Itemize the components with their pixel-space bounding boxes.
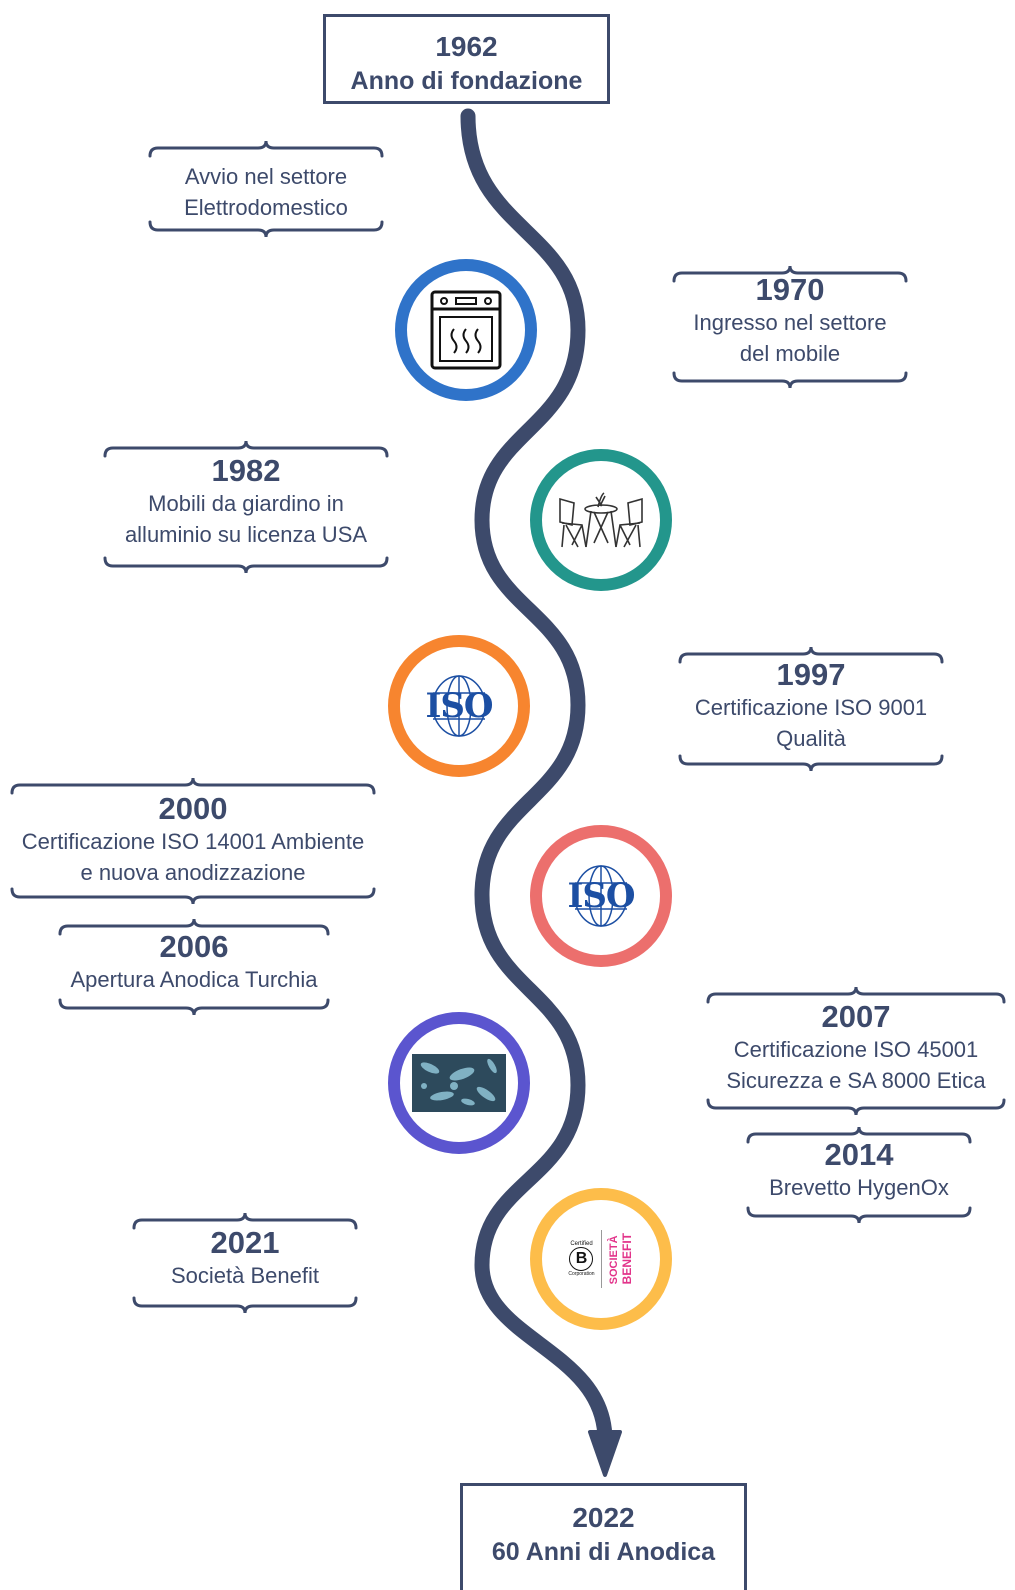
event-desc: Apertura Anodica Turchia (70, 967, 318, 992)
event-year: 1982 (211, 453, 281, 488)
event-desc: Avvio nel settore Elettrodomestico (184, 164, 348, 220)
start-box: 1962 Anno di fondazione (323, 14, 610, 104)
event-desc: Mobili da giardino in alluminio su licen… (124, 491, 368, 547)
arrow-head-icon (588, 1430, 622, 1477)
icon-circle-bacteria (388, 1012, 530, 1154)
brace-top (706, 986, 1006, 1004)
brace-bottom (148, 220, 384, 238)
event-desc: Certificazione ISO 45001 Sicurezza e SA … (726, 1037, 986, 1093)
event-year: 2006 (159, 929, 229, 964)
garden-furniture-icon (559, 492, 643, 548)
event-1970: 1970 Ingresso nel settore del mobile (672, 265, 908, 389)
icon-circle-oven (395, 259, 537, 401)
icon-circle-furniture (530, 449, 672, 591)
iso-logo-icon: ISO (414, 671, 504, 741)
brace-bottom (10, 887, 376, 905)
event-desc: Certificazione ISO 9001 Qualità (694, 695, 928, 751)
event-2006: 2006 Apertura Anodica Turchia (58, 918, 330, 1016)
brace-bottom (672, 371, 908, 389)
iso-label: ISO (567, 876, 635, 916)
brace-top (746, 1126, 972, 1144)
icon-circle-bcorp: Certified B Corporation SOCIETÀ BENEFIT (530, 1188, 672, 1330)
bacteria-image-icon (412, 1054, 506, 1112)
end-box: 2022 60 Anni di Anodica (460, 1483, 747, 1590)
event-1997: 1997 Certificazione ISO 9001 Qualità (678, 646, 944, 772)
oven-icon (430, 290, 502, 370)
event-desc: Ingresso nel settore del mobile (693, 310, 887, 366)
corporation-label: Corporation (568, 1271, 595, 1277)
event-year: 2021 (210, 1225, 280, 1260)
event-year: 2007 (821, 999, 891, 1034)
event-year: 1997 (776, 657, 846, 692)
start-year: 1962 (435, 31, 498, 62)
brace-top (103, 440, 389, 458)
brace-bottom (706, 1098, 1006, 1116)
event-desc: Brevetto HygenOx (769, 1175, 949, 1200)
brace-bottom (132, 1296, 358, 1314)
divider (600, 1230, 602, 1288)
iso-logo-icon: ISO (556, 861, 646, 931)
event-2000: 2000 Certificazione ISO 14001 Ambiente e… (10, 777, 376, 905)
event-2014: 2014 Brevetto HygenOx (746, 1126, 972, 1224)
brace-bottom (746, 1206, 972, 1224)
event-avvio: Avvio nel settore Elettrodomestico (148, 140, 384, 238)
event-2021: 2021 Società Benefit (132, 1212, 358, 1314)
brace-bottom (678, 754, 944, 772)
event-2007: 2007 Certificazione ISO 45001 Sicurezza … (706, 986, 1006, 1116)
brace-top (672, 265, 908, 283)
brace-bottom (58, 998, 330, 1016)
brace-top (678, 646, 944, 664)
icon-circle-iso-1997: ISO (388, 635, 530, 777)
icon-circle-iso-2000: ISO (530, 825, 672, 967)
b-corp-societa-benefit-logo-icon: Certified B Corporation SOCIETÀ BENEFIT (568, 1230, 634, 1288)
benefit-label: BENEFIT (619, 1233, 634, 1285)
event-desc: Certificazione ISO 14001 Ambiente e nuov… (21, 829, 365, 885)
end-year: 2022 (572, 1502, 635, 1533)
brace-top (10, 777, 376, 795)
event-year: 1970 (755, 272, 825, 307)
event-1982: 1982 Mobili da giardino in alluminio su … (103, 440, 389, 574)
brace-bottom (103, 556, 389, 574)
event-year: 2014 (824, 1137, 894, 1172)
brace-top (148, 140, 384, 158)
start-title: Anno di fondazione (350, 67, 583, 95)
end-title: 60 Anni di Anodica (491, 1538, 716, 1566)
certified-label: Certified (570, 1241, 593, 1247)
brace-top (58, 918, 330, 936)
brace-top (132, 1212, 358, 1230)
event-year: 2000 (158, 791, 228, 826)
societa-label: SOCIETÀ (607, 1235, 620, 1285)
iso-label: ISO (425, 686, 493, 726)
event-desc: Società Benefit (171, 1263, 319, 1288)
b-letter: B (569, 1247, 594, 1271)
